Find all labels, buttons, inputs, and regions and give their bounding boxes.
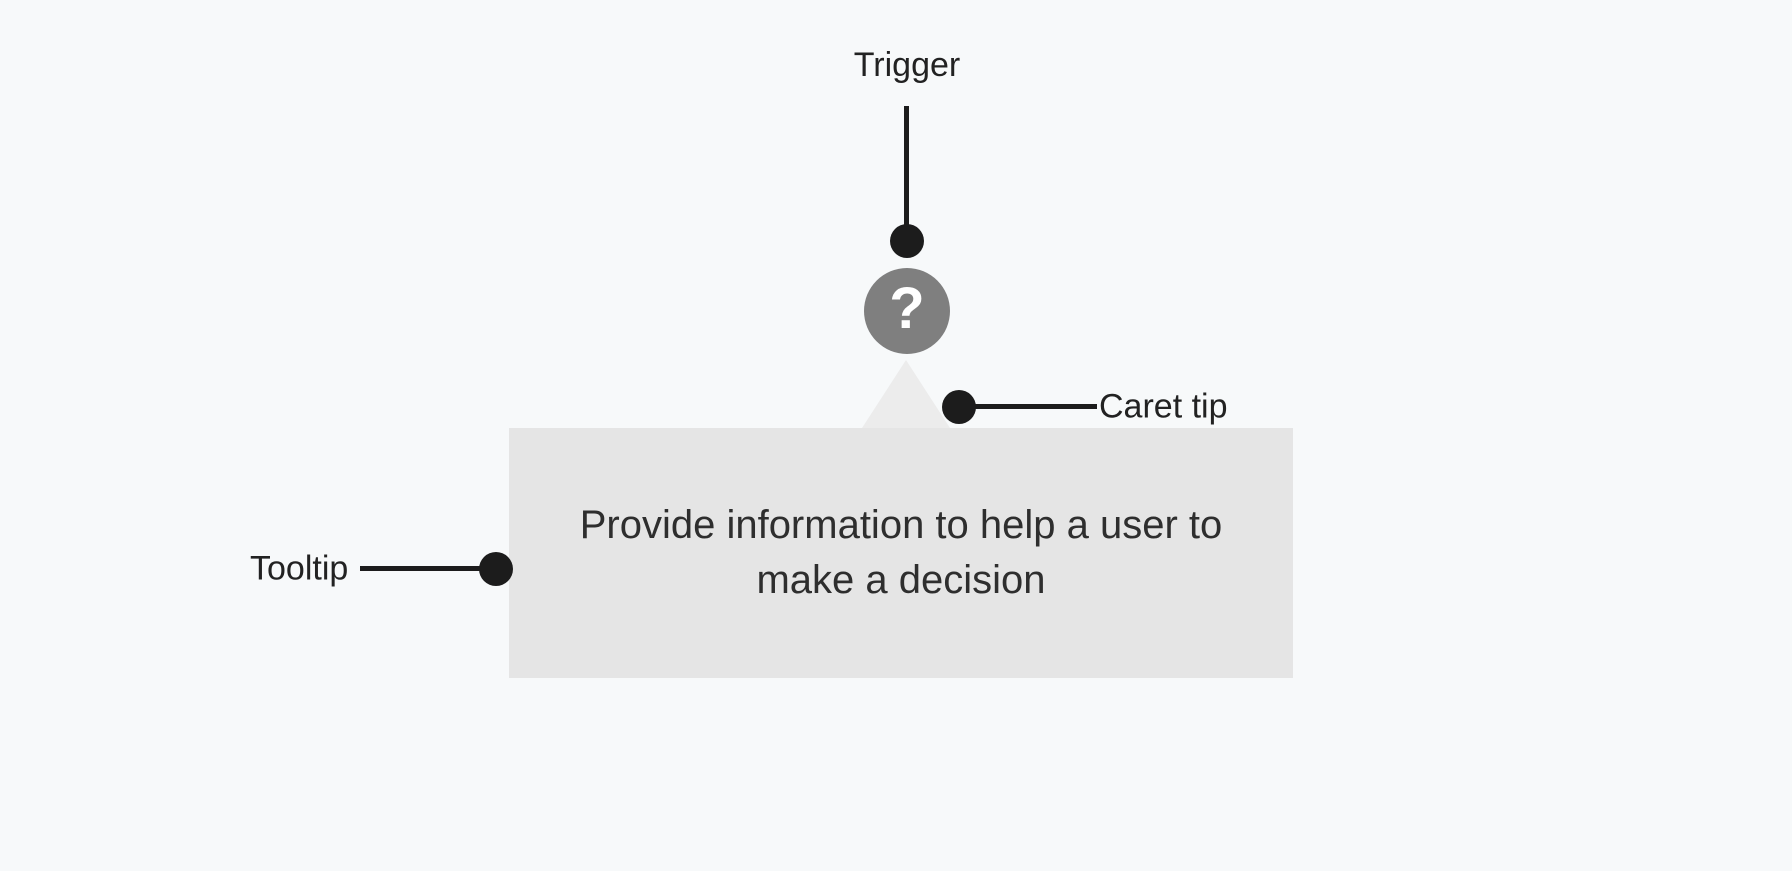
trigger-connector-line	[904, 106, 909, 242]
tooltip-connector-line	[360, 566, 487, 571]
caret-tip-connector-dot	[942, 390, 976, 424]
tooltip-bubble: Provide information to help a user to ma…	[509, 428, 1293, 678]
help-trigger-button[interactable]: ?	[864, 268, 950, 354]
tooltip-text-line-2: make a decision	[756, 558, 1046, 602]
caret-tip-label: Caret tip	[1099, 387, 1228, 426]
trigger-label: Trigger	[853, 46, 961, 84]
caret-tip-connector-line	[975, 404, 1097, 409]
question-mark-icon: ?	[889, 276, 925, 341]
tooltip-caret	[862, 360, 950, 428]
trigger-connector-dot	[890, 224, 924, 258]
tooltip-label: Tooltip	[250, 549, 349, 588]
tooltip-connector-dot	[479, 552, 513, 586]
tooltip-text-line-1: Provide information to help a user to	[579, 503, 1223, 547]
